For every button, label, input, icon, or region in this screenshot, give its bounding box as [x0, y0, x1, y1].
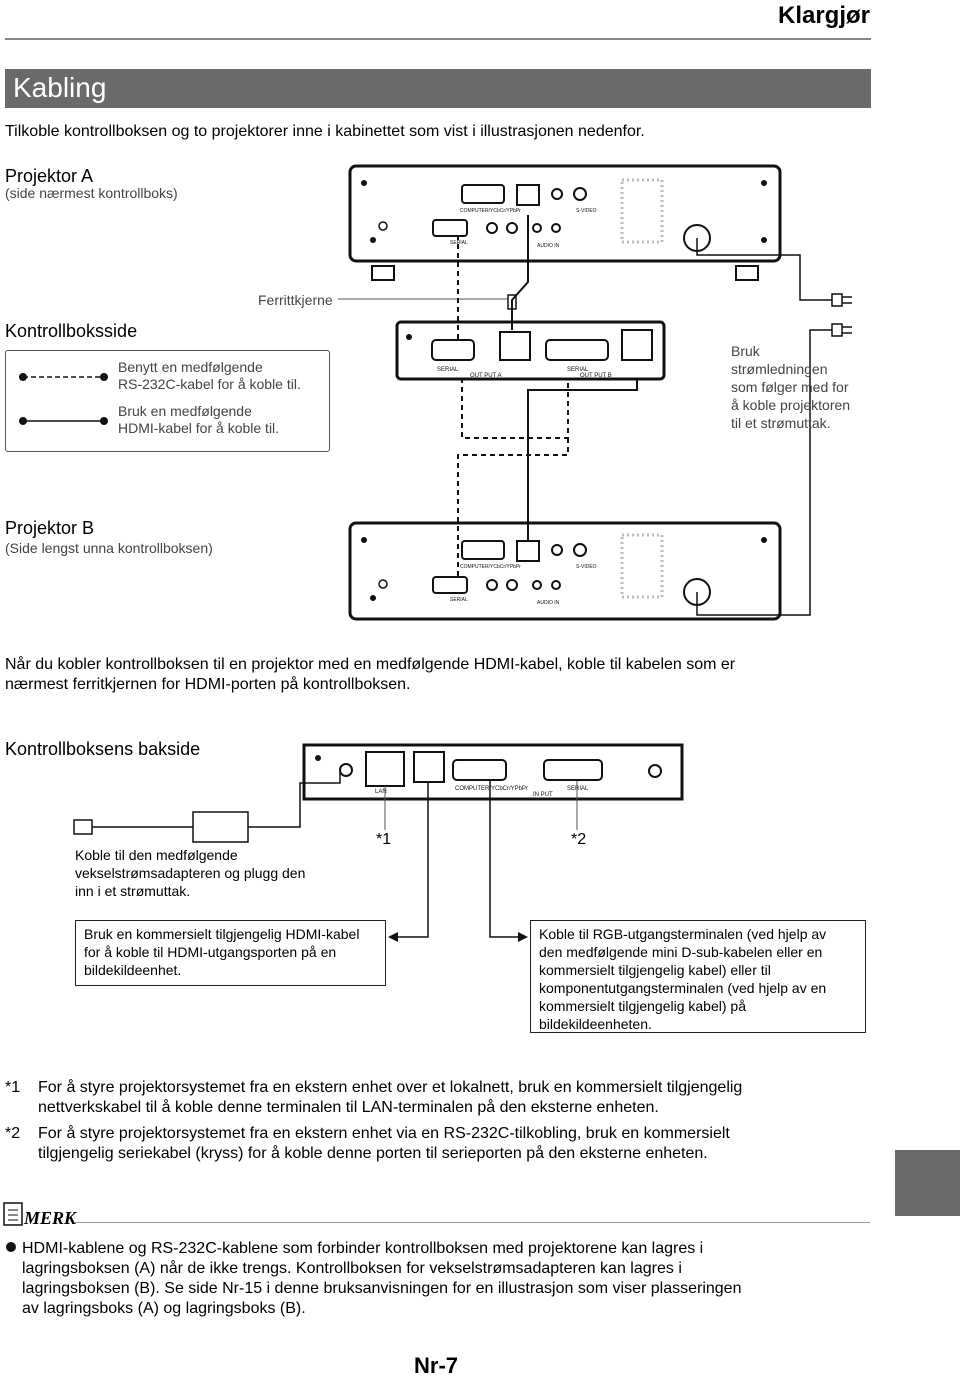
page-number: Nr-7 — [414, 1353, 459, 1378]
legend-rs232-line2: RS-232C-kabel for å koble til. — [118, 376, 301, 392]
port-label: S-VIDEO — [576, 564, 597, 570]
footnote-mark-2: *2 — [571, 831, 587, 848]
hdmi-input-callout: Bruk en kommersielt tilgjengelig HDMI-ka… — [75, 920, 386, 986]
svg-text:COMPUTER/YCbCr/YPbPr: COMPUTER/YCbCr/YPbPr — [455, 786, 528, 792]
footnote-1: For å styre projektorsystemet fra en eks… — [38, 1079, 743, 1116]
projector-b-subtitle: (Side lengst unna kontrollboksen) — [5, 540, 213, 556]
port-label: AUDIO IN — [537, 243, 560, 249]
port-label: AUDIO IN — [537, 600, 560, 606]
control-box-front: SERIAL OUT PUT A SERIAL OUT PUT B — [395, 320, 666, 381]
footnote-2: For å styre projektorsystemet fra en eks… — [38, 1125, 730, 1162]
note-text: HDMI-kablene og RS-232C-kablene som forb… — [22, 1240, 742, 1317]
footnote-mark-1: *1 — [376, 831, 392, 848]
section-title: Kabling — [13, 72, 107, 103]
bullet-icon — [6, 1242, 16, 1252]
note-rule — [74, 1222, 870, 1223]
svg-text:OUT PUT A: OUT PUT A — [470, 373, 501, 379]
projector-b-title: Projektor B — [5, 518, 95, 538]
projector-a-illustration: COMPUTER/YCbCr/YPbPr S-VIDEO SERIAL AUDI… — [348, 164, 782, 281]
section-bar — [5, 69, 871, 108]
svg-text:LAN: LAN — [375, 789, 387, 795]
page-header-title: Klargjør — [777, 2, 870, 29]
control-box-rear: LAN COMPUTER/YCbCr/YPbPr IN PUT SERIAL — [302, 743, 684, 801]
svg-text:OUT PUT B: OUT PUT B — [580, 373, 612, 379]
rgb-input-callout: Koble til RGB-utgangsterminalen (ved hje… — [530, 920, 866, 1033]
legend-rs232-line1: Benytt en medfølgende — [118, 359, 263, 375]
port-label: SERIAL — [450, 240, 468, 246]
port-label: S-VIDEO — [576, 208, 597, 214]
back-side-title: Kontrollboksens bakside — [5, 739, 201, 759]
intro-text: Tilkoble kontrollboksen og to projektore… — [5, 123, 645, 140]
svg-text:SERIAL: SERIAL — [567, 367, 589, 373]
hdmi-ferrite-note: Når du kobler kontrollboksen til en proj… — [5, 656, 736, 693]
legend-hdmi-line2: HDMI-kabel for å koble til. — [118, 420, 280, 436]
note-label: MERK — [24, 1208, 77, 1228]
port-label: SERIAL — [450, 597, 468, 603]
header-rule — [5, 38, 871, 40]
cable-legend — [5, 350, 330, 452]
control-side-label: Kontrollboksside — [5, 321, 138, 341]
svg-text:IN PUT: IN PUT — [533, 792, 553, 798]
side-tab — [895, 1150, 960, 1216]
port-label: COMPUTER/YCbCr/YPbPr — [460, 208, 521, 214]
port-label: COMPUTER/YCbCr/YPbPr — [460, 564, 521, 570]
legend-hdmi-line1: Bruk en medfølgende — [118, 403, 252, 419]
svg-text:SERIAL: SERIAL — [567, 786, 589, 792]
projector-a-title: Projektor A — [5, 166, 94, 186]
svg-text:SERIAL: SERIAL — [437, 367, 459, 373]
footnote-1-mark: *1 — [5, 1079, 21, 1096]
projector-a-subtitle: (side nærmest kontrollboks) — [5, 185, 178, 201]
ferrite-label: Ferrittkjerne — [258, 292, 333, 308]
projector-b-illustration: COMPUTER/YCbCr/YPbPr S-VIDEO SERIAL AUDI… — [348, 521, 782, 621]
footnote-2-mark: *2 — [5, 1125, 21, 1142]
